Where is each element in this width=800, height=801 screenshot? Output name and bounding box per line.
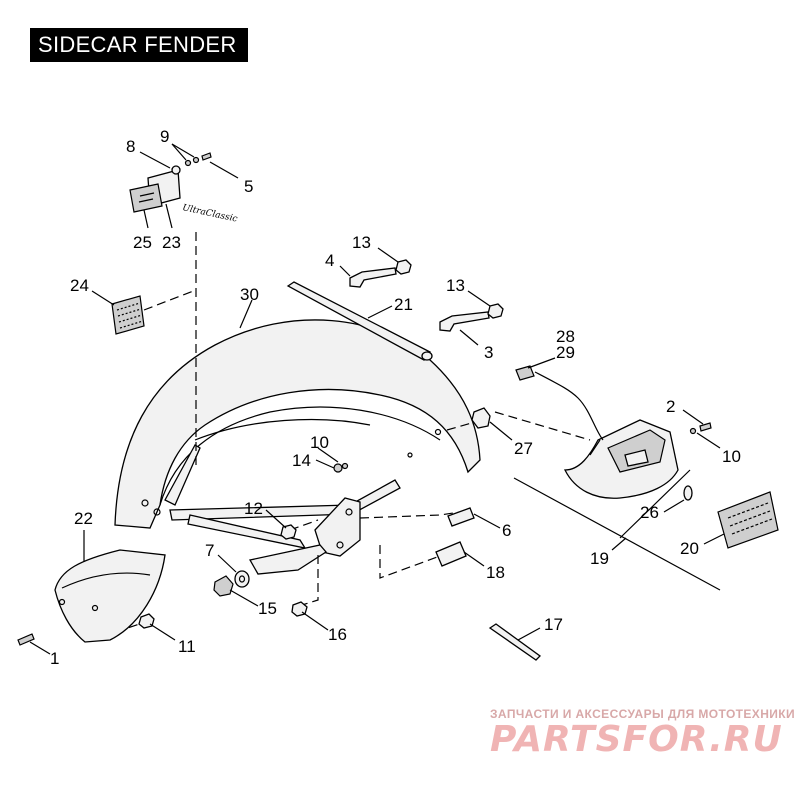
nut-13-upper [395, 259, 412, 275]
callout-6: 6 [502, 521, 511, 540]
callout-15: 15 [258, 599, 277, 618]
reflector-pattern [116, 302, 144, 329]
callout-18: 18 [486, 563, 505, 582]
fender-trim-hole-2 [407, 452, 413, 458]
bushing-15 [213, 575, 234, 597]
fender-trim-hole [434, 428, 442, 436]
page-title: SIDECAR FENDER [30, 28, 248, 62]
clip-27 [471, 407, 491, 429]
screw-1 [17, 633, 35, 646]
leader-dashed-18 [379, 545, 441, 579]
washer-7 [234, 570, 250, 588]
callout-3: 3 [484, 343, 493, 362]
mudflap-hole-2 [91, 604, 99, 612]
lens-20 [717, 491, 779, 549]
callout-2: 2 [666, 397, 675, 416]
nut-13-lower [487, 303, 504, 319]
leader-dashed-24 [143, 289, 197, 311]
tail-lamp-socket [624, 449, 649, 467]
lens-25-inner [138, 192, 155, 203]
cable-tie-17 [488, 623, 541, 661]
washer-10-right [689, 427, 697, 435]
callout-22: 22 [74, 509, 93, 528]
mudflap-22 [54, 549, 166, 643]
callout-16: 16 [328, 625, 347, 644]
bracket-hole-2 [336, 541, 344, 549]
callout-21: 21 [394, 295, 413, 314]
lens-25 [129, 183, 163, 213]
callout-26: 26 [640, 503, 659, 522]
leader-lines [29, 143, 725, 655]
callout-20: 20 [680, 539, 699, 558]
callout-13a: 13 [352, 233, 371, 252]
nut-14 [333, 463, 343, 473]
nut-11 [138, 613, 155, 629]
washer-9a [184, 159, 192, 167]
rail-end [421, 351, 433, 361]
leader-dashed-6 [359, 511, 461, 519]
mudflap-hole [58, 598, 66, 606]
callout-27: 27 [514, 439, 533, 458]
support-arm [248, 544, 327, 575]
leader-dashed-16 [301, 555, 319, 606]
callout-4: 4 [325, 251, 334, 270]
wire-harness [534, 371, 604, 441]
callout-1: 1 [50, 649, 59, 668]
leader-dashed-27b [494, 411, 591, 441]
fender-support-bracket [164, 444, 201, 506]
washer-7-hole [238, 575, 246, 583]
callout-30: 30 [240, 285, 259, 304]
callout-24: 24 [70, 276, 89, 295]
ultra-classic-script: UltraClassic [181, 203, 238, 224]
bolt-18 [435, 541, 467, 567]
bolt-3 [439, 311, 490, 332]
callout-25: 25 [133, 233, 152, 252]
fender-brace [169, 479, 401, 521]
callout-7: 7 [205, 541, 214, 560]
callout-10-right: 10 [722, 447, 741, 466]
callout-29: 29 [556, 343, 575, 362]
callout-17: 17 [544, 615, 563, 634]
callout-10-mid: 10 [310, 433, 329, 452]
callout-8: 8 [126, 137, 135, 156]
bulb-26 [683, 485, 693, 501]
reflector-24 [111, 295, 145, 335]
screw-2 [699, 422, 712, 432]
watermark-logo: PARTSFOR.RU [490, 719, 783, 760]
callout-19: 19 [590, 549, 609, 568]
bracket-hole [345, 508, 353, 516]
callout-28: 28 [556, 327, 575, 346]
callout-12: 12 [244, 499, 263, 518]
lens-20-pattern [727, 502, 773, 535]
callout-11: 11 [178, 637, 196, 656]
tail-lamp-window [607, 429, 666, 473]
washer-9b [192, 156, 200, 164]
watermark-tagline: ЗАПЧАСТИ И АКСЕССУАРЫ ДЛЯ МОТОТЕХНИКИ [490, 707, 796, 721]
screw-5 [201, 152, 212, 161]
lamp-mount-bracket [589, 439, 601, 456]
washer-10-mid [341, 462, 349, 470]
bolt-4 [349, 267, 397, 288]
nut-12 [280, 524, 297, 540]
callout-5: 5 [244, 177, 253, 196]
fender-mount-hole-2 [153, 508, 161, 516]
callout-14: 14 [292, 451, 311, 470]
callout-numbers: 8 9 5 25 23 24 30 13 4 21 13 3 28 29 2 1… [50, 127, 741, 668]
bolt-6 [447, 507, 475, 527]
fender-inner-edge [159, 406, 441, 506]
fender-mount-hole [141, 499, 149, 507]
fender-30 [114, 319, 481, 529]
callout-23: 23 [162, 233, 181, 252]
callout-9: 9 [160, 127, 169, 146]
connector-28-29 [515, 365, 535, 381]
callout-13b: 13 [446, 276, 465, 295]
mudflap-inner-edge [61, 572, 151, 589]
washer-8 [171, 165, 181, 175]
rail-21 [286, 281, 431, 361]
fender-highlight [194, 418, 371, 441]
